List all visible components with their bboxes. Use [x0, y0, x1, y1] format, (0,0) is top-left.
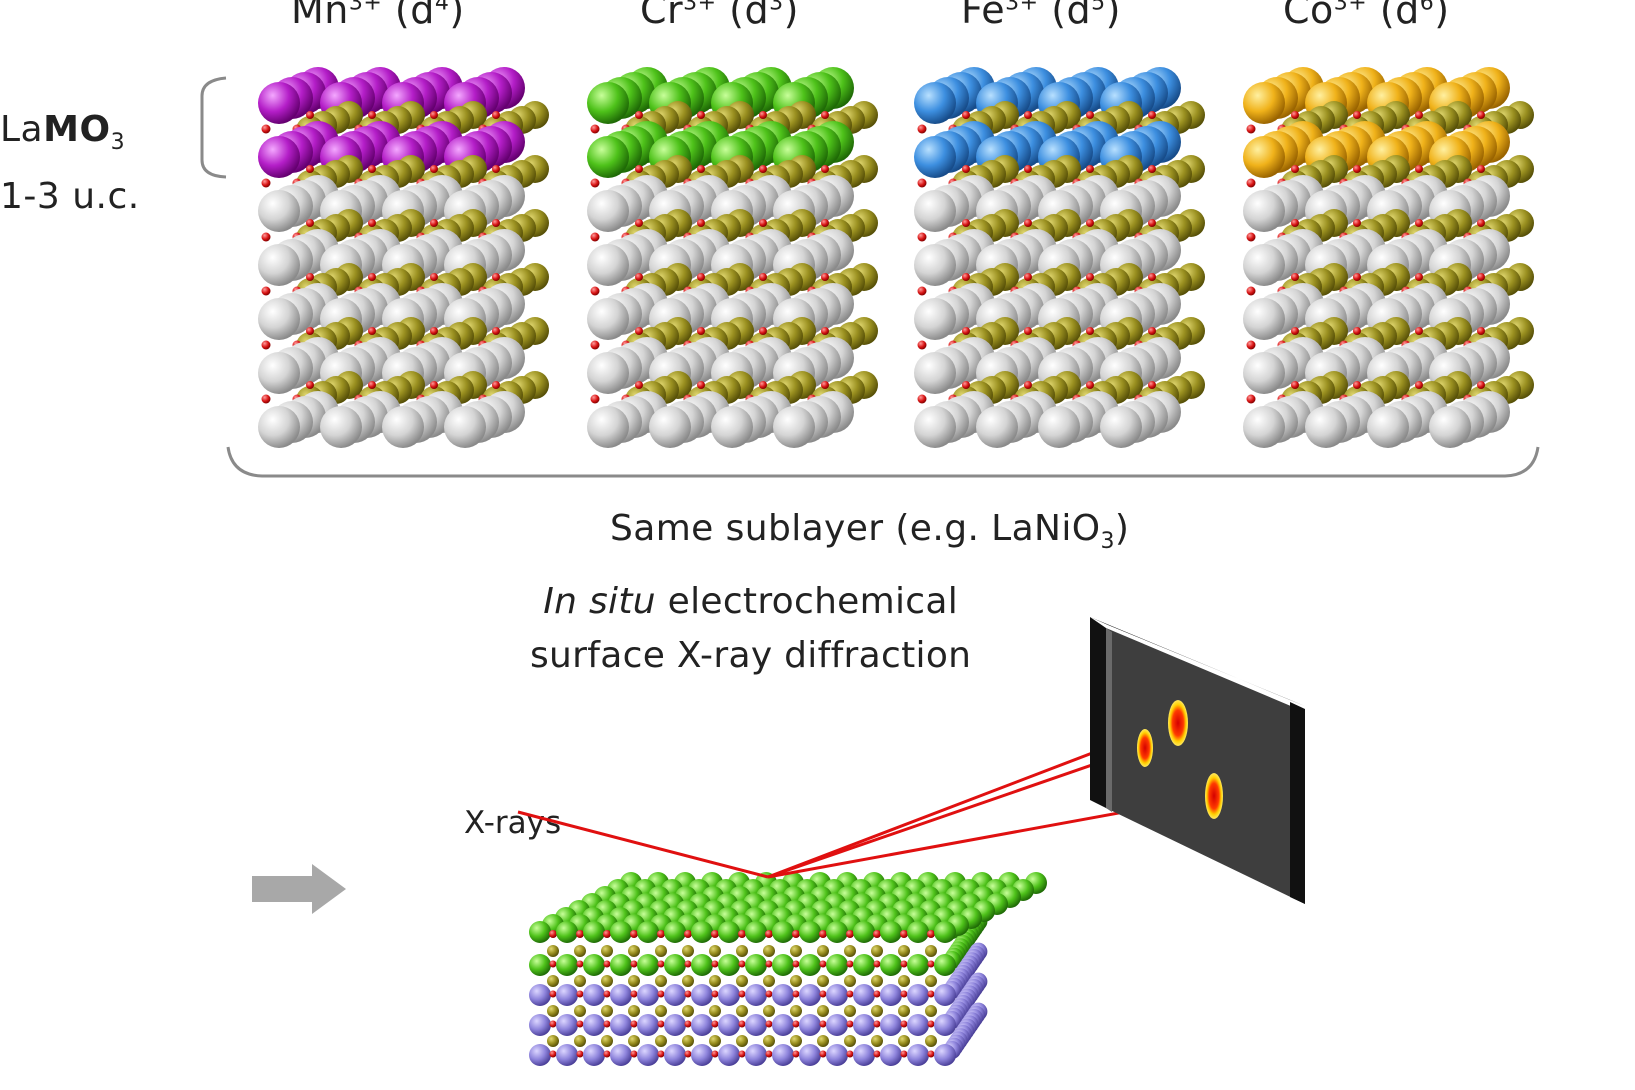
right-arrow-icon [252, 864, 346, 914]
sublayer-brace [226, 446, 1540, 478]
column-co [1243, 67, 1534, 448]
xray-beams [517, 719, 1213, 879]
header-label-mn: Mn3+ (d4) [291, 0, 465, 32]
column-fe [914, 67, 1205, 448]
top-layer-brace [200, 76, 227, 179]
method-label: In situ electrochemical surface X-ray di… [530, 581, 972, 676]
lamo3-formula: LaMO3 [0, 109, 126, 156]
perovskite-columns [258, 67, 1534, 448]
unit-cell-count: 1-3 u.c. [0, 176, 140, 218]
column-cr [587, 67, 878, 448]
top-layer-label: LaMO3 1-3 u.c. [0, 103, 140, 224]
diffraction-spots [1137, 700, 1223, 819]
column-mn [258, 67, 549, 448]
bottom-crystal-slab [529, 872, 1047, 1066]
header-label-co: Co3+ (d6) [1283, 0, 1450, 32]
detector-panel [1090, 617, 1305, 904]
header-label-cr: Cr3+ (d3) [640, 0, 799, 32]
xray-label: X-rays [464, 805, 562, 841]
header-label-fe: Fe3+ (d5) [961, 0, 1121, 32]
sublayer-label: Same sublayer (e.g. LaNiO3) [610, 508, 1130, 555]
